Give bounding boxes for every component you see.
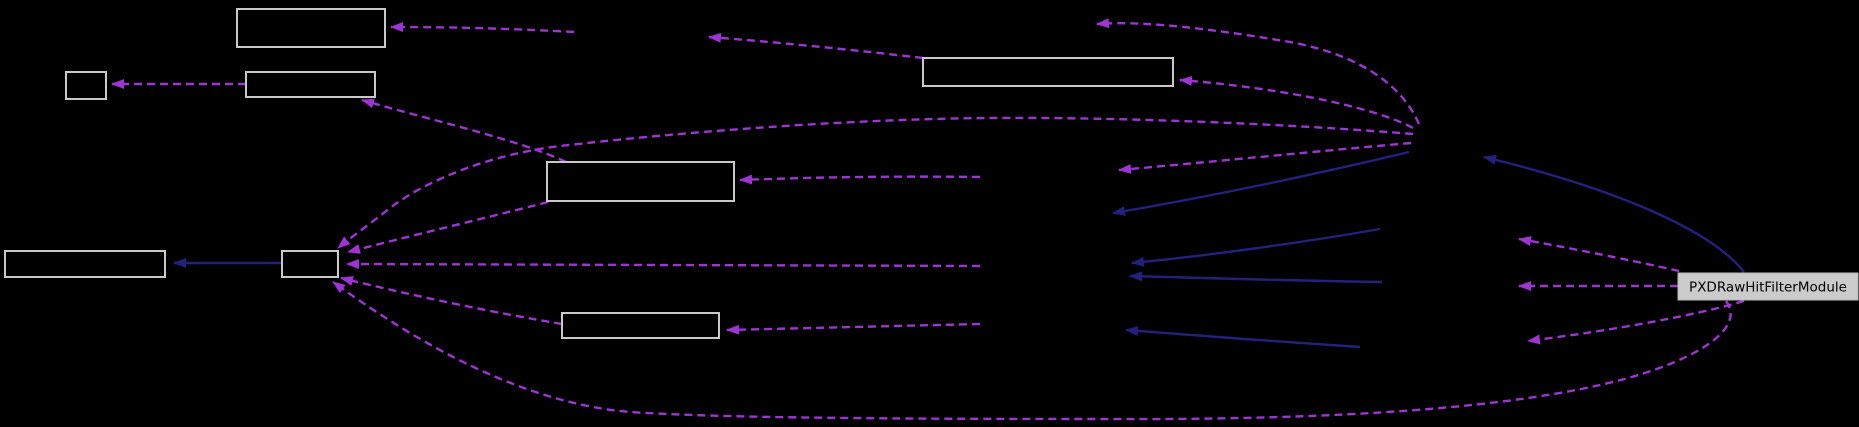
usage-edge-uses-center-to-row2	[361, 98, 567, 164]
inheritance-edge-inherit-label-to-hub	[1483, 154, 1745, 273]
usage-edge-uses-label-to-hidden-a	[1518, 236, 1680, 273]
usage-edge-uses-hidden-to-bottomcenter	[726, 322, 981, 335]
class-node-box-top-left[interactable]	[236, 8, 386, 48]
usage-edge-uses-hidden-to-small-mid	[346, 259, 981, 270]
class-node-box-center[interactable]	[546, 161, 735, 202]
usage-edge-uses-to-box-top-left	[390, 22, 575, 34]
class-node-box-top-wide[interactable]	[922, 57, 1174, 87]
inheritance-edge-inherit-hidden-b	[1129, 271, 1383, 284]
current-class-label: PXDRawHitFilterModule	[1689, 280, 1847, 296]
class-node-box-left-row2[interactable]	[245, 71, 376, 98]
inheritance-edge-inherit-hub-to-hidden	[1112, 150, 1410, 216]
class-node-box-bottom-center[interactable]	[561, 312, 720, 339]
class-node-box-small-left[interactable]	[65, 71, 107, 100]
class-node-box-far-left[interactable]	[4, 250, 166, 278]
usage-edge-uses-hub-to-topwide	[1179, 75, 1414, 130]
usage-edge-uses-bottomcenter-to-small	[340, 276, 563, 326]
inheritance-edge-inherit-hidden-c	[1125, 325, 1361, 349]
usage-edge-uses-hub-to-hidden-mid	[1118, 141, 1412, 174]
usage-edge-uses-topwide-to-hidden	[708, 32, 924, 60]
inheritance-edge-inherit-hidden-a	[1131, 227, 1381, 267]
class-node-box-hub-small[interactable]	[281, 250, 339, 278]
usage-edge-uses-center-to-small	[347, 200, 549, 254]
usage-edge-uses-hub-top-arc	[1096, 18, 1421, 125]
current-class-node[interactable]	[1677, 272, 1859, 301]
usage-edge-uses-hub-long-arc-to-small	[337, 116, 1414, 249]
usage-edge-uses-hidden-to-center	[739, 174, 981, 185]
